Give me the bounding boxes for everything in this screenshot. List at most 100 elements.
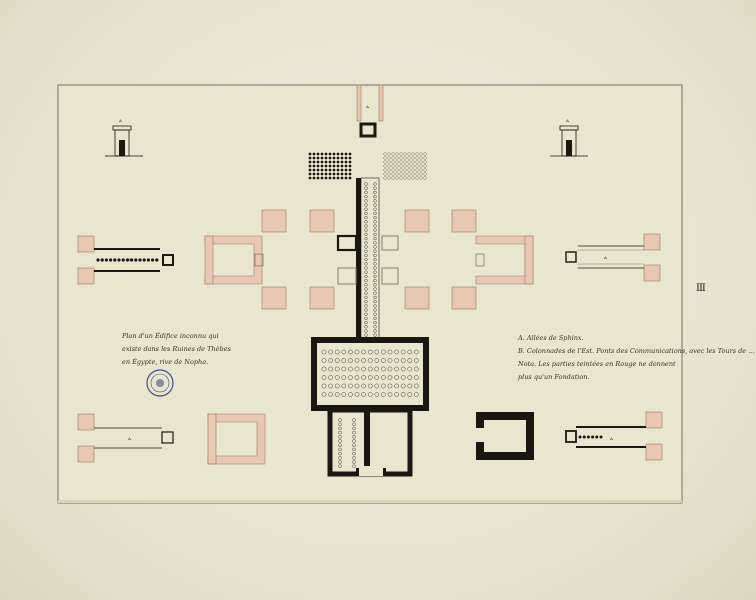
column-dot	[383, 176, 387, 180]
column-dot	[367, 358, 373, 363]
column-dot	[364, 283, 368, 287]
column-dot	[364, 207, 368, 211]
column-dot	[352, 456, 356, 460]
column-dot	[419, 172, 423, 176]
column-dot	[316, 168, 320, 172]
column-dot	[348, 358, 353, 363]
column-dot	[338, 418, 342, 422]
column-dot	[364, 199, 368, 203]
column-dot	[344, 176, 348, 180]
column-dot	[381, 366, 386, 372]
column-dot	[348, 366, 353, 372]
column-dot	[151, 258, 155, 262]
column-dot	[324, 168, 328, 172]
column-dot	[423, 176, 427, 180]
column-dot	[308, 156, 312, 160]
column-dot	[407, 176, 411, 180]
column-dot	[373, 182, 377, 186]
column-dot	[391, 152, 395, 156]
column-dot	[395, 168, 399, 172]
column-dot	[391, 168, 395, 172]
column-dot	[320, 156, 324, 160]
column-dot	[328, 349, 333, 355]
label-a-right-row: A	[603, 255, 607, 260]
column-dot	[373, 216, 377, 220]
column-dot	[395, 164, 399, 168]
column-dot	[338, 451, 342, 456]
column-dot	[407, 172, 411, 176]
column-dot	[373, 304, 377, 308]
column-dot	[414, 366, 419, 372]
column-dot	[348, 375, 353, 380]
column-dot	[328, 375, 333, 380]
column-dot	[407, 375, 413, 380]
column-dot	[336, 160, 340, 164]
column-grove-right	[383, 152, 427, 180]
column-dot	[373, 295, 377, 299]
sheet-shadow	[58, 500, 682, 503]
column-dot	[340, 152, 344, 156]
column-dot	[364, 203, 368, 207]
column-dot	[312, 152, 316, 156]
column-dot	[423, 172, 427, 176]
column-dot	[578, 435, 582, 439]
pavilion-left-lower	[337, 267, 357, 285]
column-dot	[336, 156, 340, 160]
column-dot	[334, 349, 340, 355]
column-dot	[364, 195, 368, 199]
column-dot	[586, 435, 590, 439]
title-line-1: Plan d'un Édifice inconnu qui	[122, 332, 219, 340]
column-dot	[595, 435, 599, 439]
column-dot	[364, 287, 368, 291]
colonnade-right-lower-columns	[578, 435, 603, 439]
column-dot	[321, 358, 327, 363]
column-dot	[373, 329, 377, 333]
column-dot	[394, 375, 399, 380]
column-dot	[387, 176, 391, 180]
column-dot	[381, 349, 386, 355]
column-dot	[334, 366, 340, 372]
column-dot	[338, 435, 342, 439]
column-dot	[348, 392, 353, 397]
column-dot	[138, 258, 142, 262]
column-dot	[373, 321, 377, 325]
column-dot	[348, 349, 353, 355]
column-dot	[373, 249, 377, 253]
column-dot	[328, 358, 333, 363]
column-dot	[403, 168, 407, 172]
column-dot	[419, 156, 423, 160]
column-dot	[414, 383, 419, 389]
column-dot	[324, 176, 328, 180]
column-dot	[320, 164, 324, 168]
legend-line-1: A. Allées de Sphinx.	[518, 334, 584, 342]
column-dot	[364, 266, 368, 270]
central-avenue	[356, 177, 380, 341]
column-dot	[423, 156, 427, 160]
column-dot	[383, 160, 387, 164]
column-dot	[414, 392, 419, 397]
column-dot	[321, 383, 327, 389]
courtyard-foundation-left	[204, 235, 264, 285]
column-dot	[591, 435, 595, 439]
column-dot	[341, 366, 347, 372]
column-dot	[391, 176, 395, 180]
column-dot	[344, 156, 348, 160]
column-dot	[373, 316, 377, 320]
column-dot	[364, 249, 368, 253]
column-dot	[373, 190, 377, 194]
column-dot	[387, 156, 391, 160]
column-dot	[383, 168, 387, 172]
column-dot	[415, 172, 419, 176]
column-dot	[373, 279, 377, 283]
column-dot	[336, 176, 340, 180]
column-dot	[321, 392, 327, 397]
column-dot	[411, 172, 415, 176]
column-dot	[364, 291, 368, 295]
column-dot	[599, 435, 603, 439]
column-dot	[320, 168, 324, 172]
column-dot	[387, 383, 393, 389]
column-dot	[332, 152, 336, 156]
column-dot	[354, 375, 360, 380]
colonnade-right-middle: A	[565, 233, 661, 282]
